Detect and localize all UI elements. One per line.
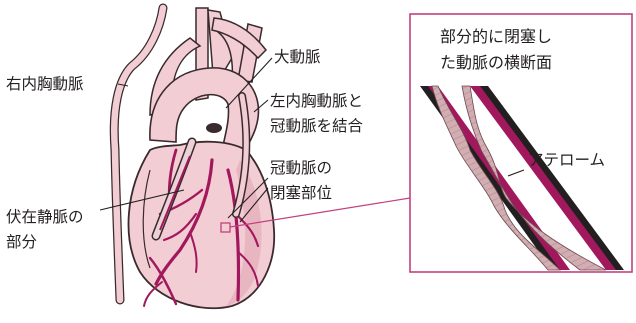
label-lima-graft-line1: 左内胸動脈と	[270, 89, 363, 114]
label-saphenous-vein: 伏在静脈の 部分	[6, 205, 84, 255]
label-lima-graft-line2: 冠動脈を結合	[270, 114, 363, 139]
label-occlusion-site-line2: 閉塞部位	[270, 181, 332, 206]
label-occlusion-site: 冠動脈の 閉塞部位	[270, 156, 332, 206]
label-saphenous-vein-line1: 伏在静脈の	[6, 205, 84, 230]
label-right-internal-mammary-artery: 右内胸動脈	[6, 74, 84, 94]
label-lima-graft: 左内胸動脈と 冠動脈を結合	[270, 89, 363, 139]
inset-title-line2: た動脈の横断面	[440, 50, 552, 76]
inset-title: 部分的に閉塞し た動脈の横断面	[440, 24, 552, 76]
label-occlusion-site-line1: 冠動脈の	[270, 156, 332, 181]
label-atheroma: アテローム	[528, 150, 605, 170]
label-saphenous-vein-line2: 部分	[6, 230, 84, 255]
inset-title-line1: 部分的に閉塞し	[440, 24, 552, 50]
label-aorta: 大動脈	[274, 47, 321, 67]
